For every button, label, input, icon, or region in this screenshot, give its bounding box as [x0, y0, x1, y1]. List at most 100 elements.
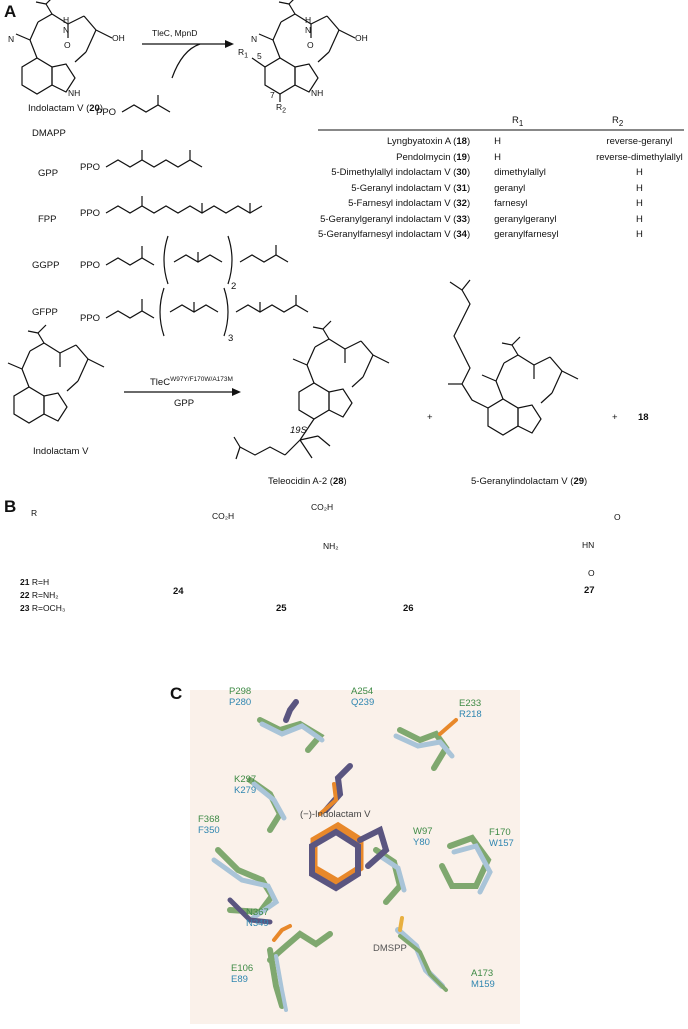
- n-methyl-label: N: [8, 34, 15, 44]
- compound-number: 18: [456, 136, 467, 147]
- compound-24-label: 24: [173, 586, 184, 597]
- indolactam-v-label: Indolactam V (20): [28, 103, 104, 114]
- nh2-label-25: NH₂: [323, 541, 339, 551]
- table-cell-r1: H: [494, 136, 501, 147]
- enzyme-label: TleC, MpnD: [152, 28, 198, 38]
- table-cell-r1: geranylgeranyl: [494, 213, 557, 225]
- r1-label: R1: [238, 47, 249, 60]
- teleocidin-structure: [233, 320, 390, 460]
- table-cell-compound: Pendolmycin (19): [396, 151, 471, 163]
- co2h-label-25: CO₂H: [311, 502, 334, 512]
- panel-label-a: A: [4, 2, 17, 21]
- table-cell-compound: 5-Geranylgeranyl indolactam V (33): [320, 213, 471, 225]
- indolactam-v-structure: [15, 0, 113, 95]
- table-cell-compound: 5-Geranyl indolactam V (31): [351, 182, 471, 194]
- compound-21-label: 21 R=H: [20, 577, 50, 587]
- indolactam-v-structure-2: [7, 324, 105, 424]
- compound-number: 19: [456, 151, 467, 163]
- compound-number: 32: [456, 198, 467, 209]
- table-cell-compound: Lyngbyatoxin A (18): [386, 136, 471, 147]
- fpp-chain: [105, 196, 263, 214]
- plus-sign-1: +: [427, 412, 433, 423]
- compound-22-label: 22 R=NH₂: [20, 590, 59, 600]
- compound-name: 5-Farnesyl indolactam V: [348, 198, 451, 209]
- docking-image: [190, 690, 520, 1024]
- co2h-label-24: CO₂H: [212, 511, 235, 521]
- gpp-chain: [105, 150, 203, 168]
- product-n-label: N: [251, 34, 258, 44]
- geranylindolactam-structure: [448, 279, 579, 436]
- compound-number: 30: [456, 167, 467, 178]
- compound-name: 5-Geranyl indolactam V: [351, 182, 451, 194]
- r2-label: R2: [276, 102, 287, 115]
- compound-name: Pendolmycin: [396, 151, 451, 163]
- indole-nh-label: NH: [68, 88, 81, 98]
- oxo-label-27b: O: [588, 568, 595, 578]
- compound-25-label: 25: [276, 603, 287, 614]
- table-cell-compound: 5-Farnesyl indolactam V (32): [348, 198, 471, 209]
- table-row: 5-Geranylfarnesyl indolactam V (34)geran…: [318, 227, 683, 243]
- compound-name: 5-Dimethylallyl indolactam V: [331, 167, 451, 178]
- compound-number: 34: [456, 229, 467, 240]
- r-label-b: R: [31, 508, 38, 518]
- compound-number: 33: [456, 213, 467, 225]
- hn-label-27: HN: [582, 540, 595, 550]
- table-cell-r1: geranyl: [494, 182, 526, 194]
- table-cell-r1: dimethylallyl: [494, 167, 546, 178]
- table-cell-compound: 5-Geranylfarnesyl indolactam V (34): [318, 229, 471, 240]
- table-cell-r2: H: [635, 182, 643, 194]
- compound-name: 5-Geranylfarnesyl indolactam V: [318, 229, 451, 240]
- gfpp-ppo: PPO: [80, 313, 101, 324]
- table-cell-r2: reverse-dimethylallyl: [596, 151, 683, 163]
- position-5-label: 5: [257, 51, 262, 61]
- mutant-enzyme-label: TleCW97Y/F170W/A173M: [150, 376, 233, 389]
- dmapp-label: DMAPP: [32, 128, 66, 139]
- product-oxo-label: O: [307, 40, 314, 50]
- panel-a-structures: [7, 0, 684, 460]
- gfpp-chain: [105, 287, 309, 337]
- compound-18-label: 18: [638, 412, 649, 423]
- compound-name: 5-Geranylgeranyl indolactam V: [320, 213, 451, 225]
- stereo-label: 19S: [290, 425, 307, 436]
- oxo-label-27a: O: [614, 512, 621, 522]
- table-cell-r1: H: [494, 151, 501, 163]
- gfpp-label: GFPP: [32, 307, 58, 318]
- table-cell-compound: 5-Dimethylallyl indolactam V (30): [331, 167, 471, 178]
- ligand-label: (−)-Indolactam V: [300, 809, 371, 820]
- product-hydroxyl-label: OH: [355, 33, 368, 43]
- table-cell-r2: reverse-geranyl: [606, 136, 673, 147]
- table-cell-r2: H: [635, 198, 643, 209]
- ggpp-multiplier: 2: [231, 281, 237, 292]
- plus-sign-2: +: [612, 412, 618, 423]
- product-indole-nh-label: NH: [311, 88, 324, 98]
- position-7-label: 7: [270, 90, 275, 100]
- ggpp-label: GGPP: [32, 260, 60, 271]
- compound-27-label: 27: [584, 585, 595, 596]
- panel-label-b: B: [4, 497, 17, 516]
- compound-23-label: 23 R=OCH₃: [20, 603, 66, 613]
- gpp-cofactor-label: GPP: [174, 398, 195, 409]
- table-cell-r2: H: [635, 167, 643, 178]
- table-row: 5-Geranyl indolactam V (31) geranyl H: [318, 181, 683, 197]
- dmapp-ppo: PPO: [96, 107, 117, 118]
- ggpp-ppo: PPO: [80, 260, 101, 271]
- dmapp-chain: [121, 95, 171, 113]
- fpp-label: FPP: [38, 214, 57, 225]
- compound-number: 31: [456, 182, 467, 194]
- geranylindolactam-label: 5-Geranylindolactam V (29): [471, 476, 588, 487]
- ggpp-chain: [105, 235, 289, 285]
- product-structure: [251, 0, 356, 102]
- table-cell-r1: farnesyl: [494, 198, 528, 209]
- table-cell-r2: H: [635, 229, 643, 240]
